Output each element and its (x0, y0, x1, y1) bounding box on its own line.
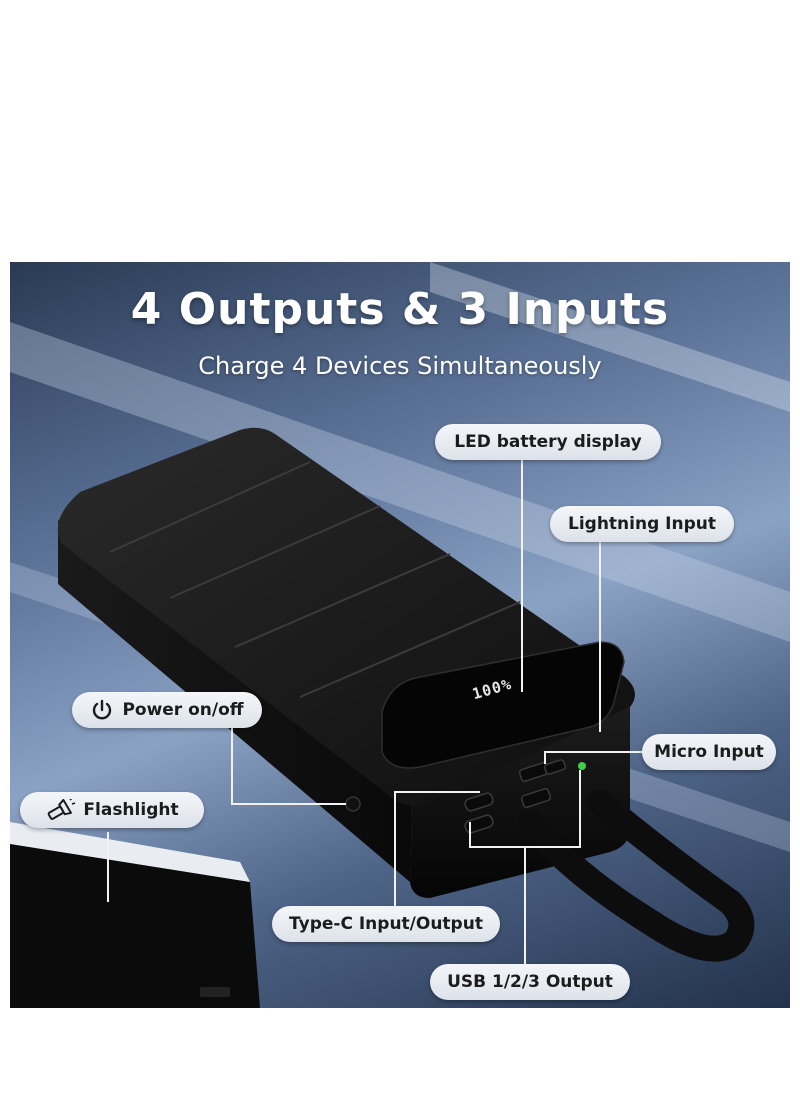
power-icon (90, 698, 114, 722)
callout-led-battery-display: LED battery display (435, 424, 661, 460)
power-bank-scene (10, 262, 790, 1008)
callout-micro-input: Micro Input (642, 734, 776, 770)
line-power (231, 718, 346, 805)
led-indicator (578, 762, 586, 770)
headline-subtitle: Charge 4 Devices Simultaneously (198, 352, 602, 380)
carry-strap (517, 789, 755, 962)
line-micro (544, 751, 650, 764)
power-button (345, 796, 361, 812)
headline-title: 4 Outputs & 3 Inputs (130, 284, 670, 335)
top-ridges (109, 461, 521, 698)
callout-flashlight: Flashlight (20, 792, 204, 828)
product-banner: 4 Outputs & 3 Inputs Charge 4 Devices Si… (10, 262, 790, 1008)
callout-usb-output: USB 1/2/3 Output (430, 964, 630, 1000)
callout-lightning-input: Lightning Input (550, 506, 734, 542)
callout-type-c: Type-C Input/Output (272, 906, 500, 942)
line-typec (394, 791, 480, 912)
ports (464, 759, 567, 834)
power-bank (57, 427, 755, 962)
flashlight-icon (45, 799, 76, 821)
callout-power-button: Power on/off (72, 692, 262, 728)
callout-lines (107, 460, 650, 974)
secondary-power-bank (10, 822, 260, 1008)
